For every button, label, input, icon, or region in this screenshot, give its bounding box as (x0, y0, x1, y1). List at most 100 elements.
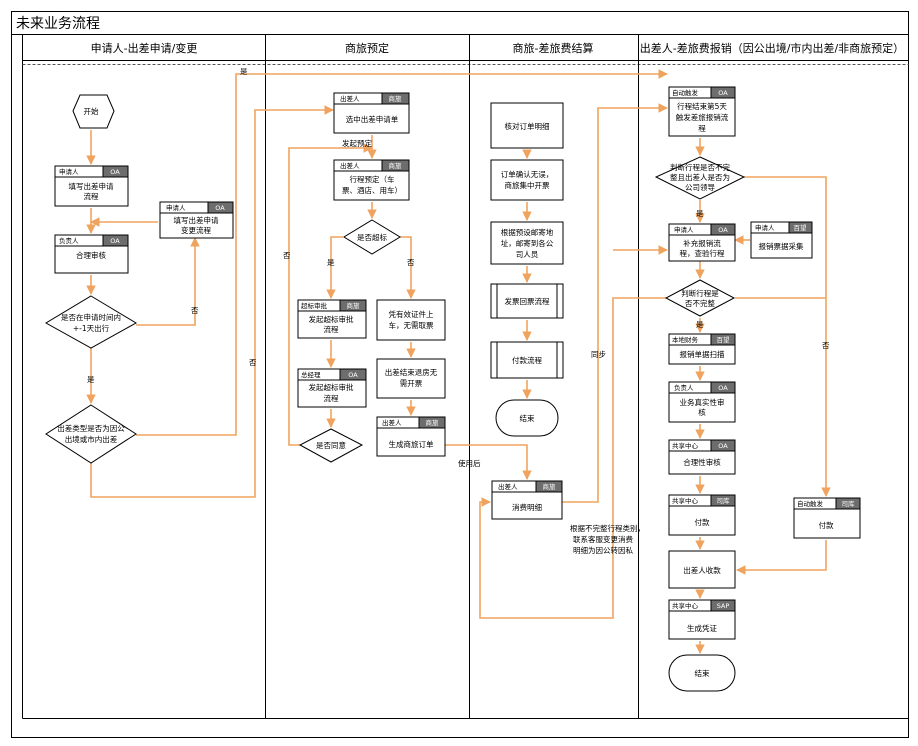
decision-leader: 判断行程是否不完 整且出差人是否为 公司领导 (654, 156, 746, 200)
gen-sys: 商旅 (426, 418, 440, 427)
dec4-line-1: 是否同意 (316, 440, 346, 450)
cert-process: 凭有效证件上 车，无需取票 (376, 299, 446, 341)
local-scan-process: 本地财务 百望 报销单据扫描 (668, 333, 736, 365)
edge-payB-recv (736, 540, 827, 575)
invoice-return-subprocess: 发票回票流程 (490, 283, 564, 319)
label-yes-dec6: 是 (696, 320, 704, 329)
invp-line-1: 发票回票流程 (505, 296, 550, 306)
decision-over-standard: 是否超标 (343, 219, 401, 255)
supp-role: 申请人 (674, 225, 694, 234)
label-after-use: 使用后 (458, 458, 481, 468)
apply-role: 申请人 (59, 167, 79, 176)
consumption-process: 出差人 商旅 消费明细 (491, 480, 563, 520)
reasonable-process: 共享中心 OA 合理性审核 (668, 439, 736, 475)
select-sys: 商旅 (389, 94, 403, 103)
note-line-2: 联系客服变更消费 (573, 534, 633, 544)
cert-line-2: 车，无需取票 (389, 320, 434, 330)
payB-line-1: 付款 (819, 520, 834, 530)
flow-labels: 是 否 是 否 发起预定 否 是 否 使用后 同步 是 是 否 根据不完整行程类… (87, 67, 830, 555)
end-node-settlement: 结束 (495, 399, 559, 437)
payA-sys: 司库 (717, 496, 731, 505)
check-order-process: 核对订单明细 (490, 102, 564, 149)
scan-role: 申请人 (755, 223, 775, 232)
generate-order-process: 出差人 商旅 生成商旅订单 (376, 416, 446, 457)
payment-a-process: 共享中心 司库 付款 (668, 494, 736, 536)
lane-header-apply: 申请人-出差申请/变更 (91, 41, 198, 55)
change-process: 申请人 OA 填写出差申请 变更流程 (159, 201, 234, 239)
label-no-dec5: 否 (822, 341, 830, 350)
mail-line-1: 根据预设邮寄地 (501, 227, 554, 237)
label-start-booking: 发起预定 (342, 138, 372, 148)
mail-process: 根据预设邮寄地 址，邮寄到各公 司人员 (490, 221, 564, 265)
inv-line-2: 需开票 (400, 379, 423, 388)
dec3-line-1: 是否超标 (357, 232, 387, 242)
auto-line-3: 程 (698, 124, 706, 133)
check-line-1: 核对订单明细 (505, 121, 550, 131)
gm-sys: OA (348, 371, 358, 379)
gm-line-1: 发起超标审批 (309, 382, 354, 392)
decision-trip-type: 出差类型是否为因公 出境或市内出差 (45, 404, 137, 464)
gm-role: 总经理 (301, 370, 321, 379)
auth-line-2: 核 (698, 407, 706, 417)
local-line-1: 报销单据扫描 (680, 349, 725, 359)
payA-line-1: 付款 (695, 517, 710, 527)
over-sys: 商旅 (347, 301, 361, 310)
label-yes-dec3: 是 (327, 258, 335, 267)
edge-dec4-select (288, 143, 373, 446)
gen-line-1: 生成商旅订单 (389, 439, 434, 449)
end2-label: 结束 (695, 668, 710, 678)
book-role: 出差人 (340, 161, 360, 170)
over-approval-process: 超标审批 商旅 发起超标审批 流程 (297, 299, 367, 339)
edge-dec2-auto (136, 69, 668, 436)
edge-dec3-over (326, 236, 343, 299)
inv-line-1: 出差结束退房无 (385, 367, 438, 377)
connectors (86, 69, 831, 654)
receive-process: 出差人收款 (668, 550, 736, 589)
review-sys: OA (110, 237, 120, 245)
label-yes-dec2: 是 (240, 67, 248, 76)
apply-sys: OA (110, 168, 120, 176)
edge-dec3-cert (400, 236, 416, 299)
edge-consume-auto (562, 103, 668, 503)
mail-line-3: 司人员 (516, 250, 539, 259)
change-sys: OA (215, 204, 225, 212)
note-line-3: 明细为因公转因私 (573, 545, 633, 555)
select-process: 出差人 商旅 选中出差申请单 (333, 92, 410, 134)
dec5-line-3: 公司领导 (685, 182, 715, 192)
authenticity-process: 负责人 OA 业务真实性审 核 (668, 381, 736, 423)
note-line-1: 根据不完整行程类别， (570, 523, 645, 533)
review-process: 负责人 OA 合理审核 (54, 234, 129, 274)
dec6-line-2: 否不完整 (685, 298, 715, 308)
book-line-2: 票、酒店、用车） (342, 185, 402, 195)
label-no-dec4: 否 (283, 251, 291, 260)
auth-sys: OA (718, 384, 728, 392)
lane-header-booking: 商旅预定 (345, 41, 389, 55)
diagram-title: 未来业务流程 (16, 16, 100, 32)
auth-line-1: 业务真实性审 (680, 397, 725, 407)
edge-dec1-change (136, 237, 200, 326)
dec6-line-1: 判断行程是 (681, 288, 719, 298)
reas-line-1: 合理性审核 (683, 457, 721, 467)
scan-collect-process: 申请人 百望 报销票据采集 (750, 221, 813, 259)
supp-sys: OA (718, 226, 728, 234)
recv-line-1: 出差人收款 (683, 565, 721, 575)
auto-sys: OA (718, 89, 728, 97)
payment-b-process: 自动触发 司库 付款 (793, 497, 861, 539)
local-role: 本地财务 (672, 335, 699, 344)
decision-approve: 是否同意 (298, 428, 364, 463)
label-no-dec3: 否 (407, 258, 415, 267)
over-role: 超标审批 (301, 301, 328, 310)
apply-line-2: 流程 (84, 191, 99, 201)
supp-line-1: 补充报销流 (683, 238, 721, 248)
scan-sys: 百望 (794, 223, 808, 232)
select-line-1: 选中出差申请单 (346, 114, 399, 124)
book-sys: 商旅 (389, 161, 403, 170)
edge-gen-consume (445, 444, 532, 480)
book-line-1: 行程预定（车 (350, 174, 395, 184)
review-line-1: 合理审核 (76, 250, 106, 260)
dec5-line-2: 整且出差人是否为 (670, 172, 730, 182)
gm-approval-process: 总经理 OA 发起超标审批 流程 (297, 368, 367, 408)
dec2-line-1: 出差类型是否为因公 (57, 423, 125, 433)
review-role: 负责人 (59, 236, 79, 245)
confirm-line-2: 商旅集中开票 (505, 180, 550, 190)
